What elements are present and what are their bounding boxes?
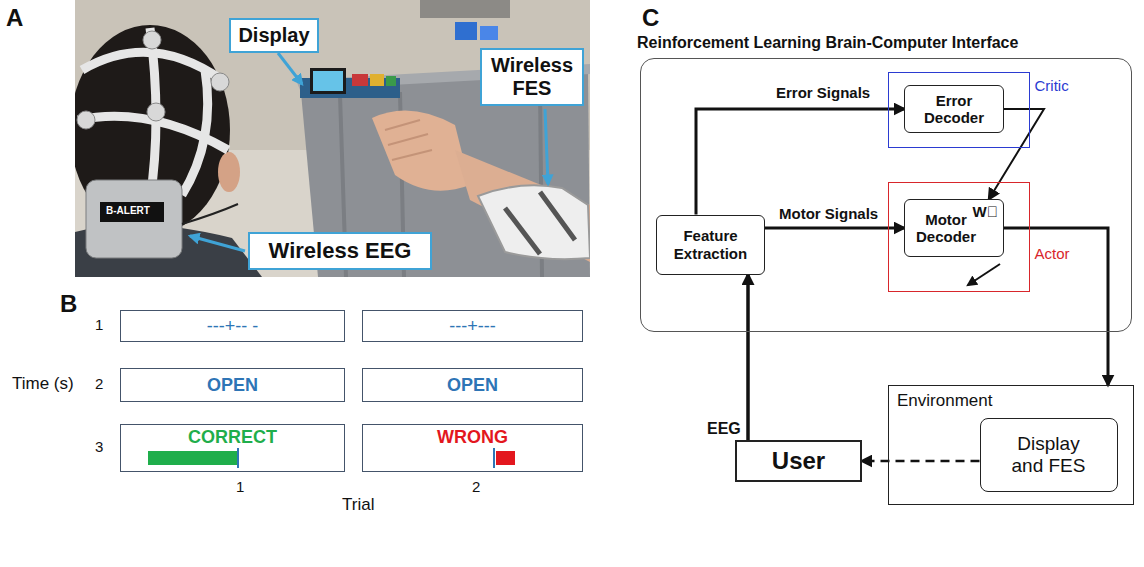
blue-cube <box>480 26 498 40</box>
headset-strap <box>182 70 208 195</box>
screen-frame: ---+--- <box>362 310 583 342</box>
process-box: Error Decoder <box>904 85 1004 133</box>
fingers <box>385 120 432 160</box>
feedback-bar <box>496 451 515 465</box>
node-text: Critic <box>1035 77 1069 94</box>
node-text: Feature Extraction <box>665 227 757 262</box>
board-part <box>352 74 368 86</box>
node-text: Actor <box>1035 245 1070 262</box>
eeg-headset-unit <box>86 180 182 258</box>
node-text: OPEN <box>207 375 258 396</box>
leader-arrow <box>545 109 548 184</box>
node-text: OPEN <box>447 375 498 396</box>
node-text: Reinforcement Learning Brain-Computer In… <box>637 34 1018 52</box>
node-text: Error Decoder <box>914 92 994 127</box>
signal-arrow <box>862 460 980 463</box>
adaptation-arrow <box>968 264 1000 285</box>
edge-label: Motor Signals <box>778 205 879 222</box>
node-text: Wireless FES <box>489 54 575 100</box>
edge-label: EEG <box>706 420 742 438</box>
board-part <box>386 76 396 86</box>
wall <box>75 0 590 277</box>
callout-box: Wireless FES <box>480 48 584 106</box>
edge-label: Error Signals <box>775 84 871 101</box>
display-screen <box>313 71 343 91</box>
node-text: CORRECT <box>188 427 277 448</box>
node-text: Wireless EEG <box>269 238 412 263</box>
axis-tick: 2 <box>95 375 103 392</box>
photo <box>75 0 590 277</box>
axis-tick: 1 <box>95 316 103 333</box>
logo-patch <box>100 202 164 222</box>
system-box: Reinforcement Learning Brain-Computer In… <box>640 58 1132 332</box>
feedback-bar <box>148 451 237 465</box>
signal-arrow <box>765 227 904 230</box>
screen-frame: OPEN <box>120 368 345 402</box>
electrode <box>211 73 229 91</box>
node-text: Motor Decoder <box>913 211 979 246</box>
panel-letter: A <box>6 4 23 32</box>
electrode <box>77 111 95 129</box>
node-text: WRONG <box>437 427 508 448</box>
electrode <box>143 31 161 49</box>
signal-arrow <box>696 109 904 215</box>
wire <box>182 204 238 224</box>
axis-tick: 2 <box>472 478 480 495</box>
actor-box: ActorMotor DecoderW⃗ <box>888 182 1030 292</box>
logo-text: B-ALERT <box>106 205 150 217</box>
callout-box: Display <box>229 18 318 53</box>
callout-box: Wireless EEG <box>248 232 432 270</box>
panel-letter: B <box>60 290 77 318</box>
node-text: Environment <box>897 391 992 411</box>
fes-strap <box>505 192 575 254</box>
electrode <box>147 103 165 121</box>
screen-frame: CORRECT <box>120 424 345 472</box>
display-frame <box>310 68 346 94</box>
fes-device <box>478 185 590 259</box>
node-text: ---+--- <box>449 316 495 337</box>
process-box: Feature Extraction <box>656 215 765 275</box>
critic-box: CriticError Decoder <box>888 72 1030 148</box>
user-box: User <box>735 440 862 482</box>
screen-frame: OPEN <box>362 368 583 402</box>
leader-arrow <box>278 53 302 84</box>
process-box: Motor DecoderW⃗ <box>904 199 1004 257</box>
signal-arrow <box>746 275 750 441</box>
process-box: Display and FES <box>980 418 1118 492</box>
node-text: ---+-- - <box>207 316 258 337</box>
axis-tick: 1 <box>236 478 244 495</box>
axis-title: Trial <box>342 495 374 515</box>
node-text: Display <box>238 24 309 47</box>
leader-arrow <box>190 236 245 251</box>
signal-arrow <box>1004 228 1108 385</box>
board-part <box>370 74 384 86</box>
node-text: Display and FES <box>1004 433 1094 477</box>
forearm <box>455 150 590 262</box>
blue-cube <box>455 22 477 40</box>
target-mark <box>493 448 495 468</box>
target-mark <box>237 448 239 468</box>
screen-frame: ---+-- - <box>120 310 345 342</box>
screen-frame: WRONG <box>362 424 583 472</box>
axis-tick: 3 <box>95 438 103 455</box>
shelf <box>420 0 510 18</box>
environment-box: EnvironmentDisplay and FES <box>888 385 1134 505</box>
panel-letter: C <box>642 4 659 32</box>
axis-title: Time (s) <box>12 374 74 394</box>
node-text: User <box>772 447 825 475</box>
node-text: W⃗ <box>973 203 998 220</box>
ear <box>218 152 240 192</box>
